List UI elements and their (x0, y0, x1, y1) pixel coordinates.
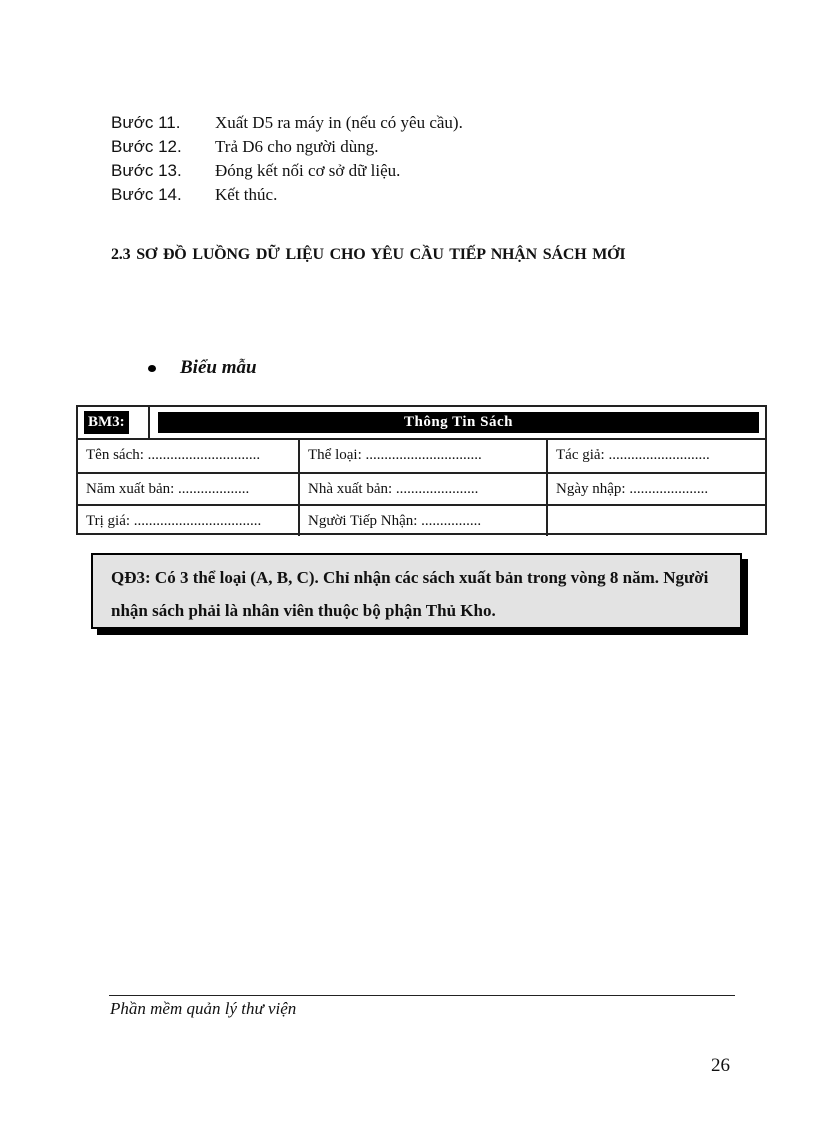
step-item: Bước 13. Đóng kết nối cơ sở dữ liệu. (111, 159, 463, 183)
form-row: Tên sách: ..............................… (78, 440, 765, 472)
bullet-heading: Biểu mẫu (148, 357, 257, 379)
bullet-icon (148, 364, 156, 372)
step-text: Kết thúc. (215, 185, 278, 204)
page-number: 26 (711, 1055, 730, 1076)
step-label: Bước 11. (111, 113, 181, 132)
step-item: Bước 12. Trả D6 cho người dùng. (111, 135, 463, 159)
step-text: Xuất D5 ra máy in (nếu có yêu cầu). (215, 113, 463, 132)
step-item: Bước 11. Xuất D5 ra máy in (nếu có yêu c… (111, 111, 463, 135)
empty-cell (548, 506, 765, 536)
form-row: Trị giá: ...............................… (78, 504, 765, 536)
step-text: Đóng kết nối cơ sở dữ liệu. (215, 161, 401, 180)
step-label: Bước 12. (111, 137, 182, 156)
field-the-loai: Thể loại: ..............................… (300, 440, 548, 472)
step-item: Bước 14. Kết thúc. (111, 183, 463, 207)
rule-text: QĐ3: Có 3 thể loại (A, B, C). Chỉ nhận c… (91, 553, 742, 629)
field-nam-xuat-ban: Năm xuất bản: ................... (78, 474, 300, 504)
section-heading: 2.3 SƠ ĐỒ LUỒNG DỮ LIỆU CHO YÊU CẦU TIẾP… (111, 246, 626, 263)
field-tri-gia: Trị giá: ...............................… (78, 506, 300, 536)
form-header: BM3: Thông Tin Sách (78, 407, 765, 440)
form-code: BM3: (84, 411, 129, 434)
form-title: Thông Tin Sách (158, 412, 759, 433)
form-row: Năm xuất bản: ................... Nhà xu… (78, 472, 765, 504)
rule-box: QĐ3: Có 3 thể loại (A, B, C). Chỉ nhận c… (91, 553, 748, 635)
field-nguoi-tiep-nhan: Người Tiếp Nhận: ................ (300, 506, 548, 536)
form-table-bm3: BM3: Thông Tin Sách Tên sách: ..........… (76, 405, 767, 536)
step-label: Bước 14. (111, 185, 182, 204)
field-tac-gia: Tác giả: ........................... (556, 447, 710, 463)
footer-divider (109, 995, 735, 996)
field-ngay-nhap: Ngày nhập: ..................... (556, 481, 709, 497)
step-label: Bước 13. (111, 161, 182, 180)
bullet-label: Biểu mẫu (180, 357, 257, 378)
step-list: Bước 11. Xuất D5 ra máy in (nếu có yêu c… (111, 111, 463, 207)
step-text: Trả D6 cho người dùng. (215, 137, 379, 156)
field-nha-xuat-ban: Nhà xuất bản: ...................... (300, 474, 548, 504)
form-code-cell: BM3: (78, 407, 150, 438)
form-title-cell: Thông Tin Sách (150, 407, 765, 438)
footer-title: Phần mềm quản lý thư viện (110, 999, 297, 1018)
field-ten-sach: Tên sách: .............................. (78, 440, 300, 472)
